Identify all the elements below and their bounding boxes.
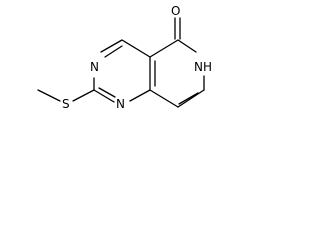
bond-s-ch3 (37, 89, 61, 102)
molecule-canvas: O N N S NH (0, 0, 230, 138)
bond-c2-n1 (93, 89, 115, 103)
atom-s: S (62, 97, 70, 111)
bond-n3-c4-inner (104, 45, 123, 58)
molecule-structure: O N N S NH (37, 4, 212, 111)
atom-n1: N (116, 97, 125, 111)
bond-n3-c4 (100, 39, 123, 53)
atom-o: O (171, 4, 180, 18)
bond-c2-s (72, 89, 95, 102)
bond-c4-c4a (121, 39, 151, 58)
bond-c8-c8a (149, 89, 179, 108)
bond-c5-n6 (177, 39, 197, 53)
bond-c4a-c5 (149, 39, 179, 58)
bond-n1-c8a (129, 89, 151, 102)
bond-c7-c8-inner (178, 92, 199, 105)
bond-c7-c8 (177, 89, 205, 108)
atom-nh: NH (194, 60, 212, 74)
bond-c2-n1-inner (98, 87, 116, 98)
atom-n3: N (90, 60, 99, 74)
